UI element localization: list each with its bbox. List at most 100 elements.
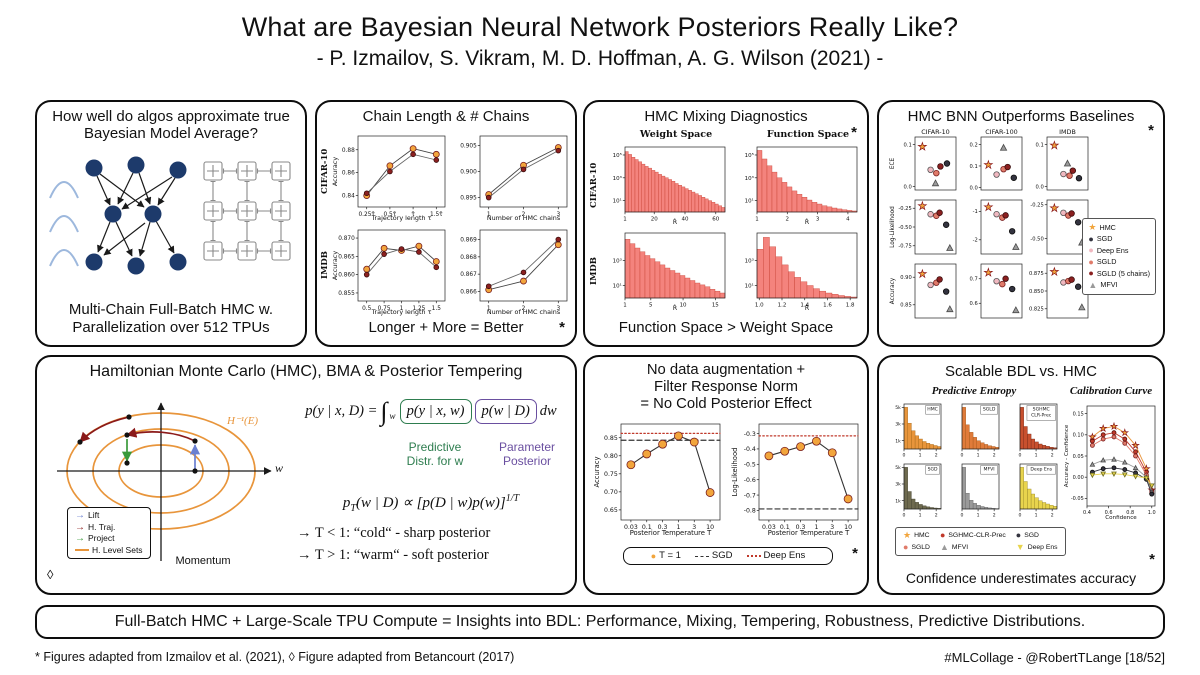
svg-text:20: 20: [651, 217, 658, 223]
svg-text:1: 1: [814, 524, 818, 531]
panel-caption: Multi-Chain Full-Batch HMC w. Paralleliz…: [68, 301, 274, 336]
svg-text:-0.25: -0.25: [898, 206, 911, 212]
svg-text:0.85: 0.85: [900, 303, 912, 309]
svg-text:1: 1: [977, 453, 980, 459]
svg-text:1: 1: [623, 217, 627, 223]
legend-item: ▲MFVI: [1088, 280, 1150, 290]
svg-text:3: 3: [556, 212, 560, 218]
panel-heading: HMC Mixing Diagnostics: [644, 108, 808, 125]
svg-text:0.05: 0.05: [1073, 454, 1084, 460]
svg-text:HMC: HMC: [927, 407, 938, 413]
legend-item: ●SGLD: [903, 543, 930, 552]
footnote-diamond: ◊: [47, 567, 54, 582]
svg-text:2: 2: [993, 453, 996, 459]
svg-text:-1: -1: [973, 209, 978, 215]
legend-item: ●SGLD: [1088, 257, 1150, 267]
svg-text:0.86: 0.86: [342, 171, 355, 177]
star-glyph: ★: [903, 530, 912, 540]
svg-text:0: 0: [1019, 513, 1022, 519]
svg-text:0.88: 0.88: [342, 148, 355, 154]
svg-text:0.3: 0.3: [796, 524, 806, 531]
legend-label: SGD: [711, 550, 733, 561]
summary-banner: Full-Batch HMC + Large-Scale TPU Compute…: [35, 605, 1165, 639]
panel-bma-approximation: How well do algos approximate true Bayes…: [35, 100, 307, 347]
footnote-asterisk: *: [559, 319, 565, 336]
svg-text:2: 2: [1051, 513, 1054, 519]
phase-space-axes: [57, 402, 272, 561]
svg-text:0: 0: [961, 453, 964, 459]
svg-text:-0.7: -0.7: [744, 492, 756, 499]
svg-text:0.75: 0.75: [378, 306, 391, 312]
svg-text:-0.5: -0.5: [744, 462, 756, 469]
legend-item: ★HMC: [1088, 223, 1150, 232]
svg-text:IMDB: IMDB: [1059, 128, 1076, 136]
svg-text:0.75: 0.75: [604, 471, 618, 478]
svg-text:R̂: R̂: [805, 218, 810, 226]
svg-text:τ̄: τ̄: [411, 212, 415, 218]
circle-glyph: ●: [650, 550, 657, 561]
circle-glyph: ●: [939, 530, 946, 540]
footnote-asterisk: *: [1148, 122, 1154, 139]
svg-text:-0.4: -0.4: [744, 446, 756, 453]
cold-posterior-note: → T < 1: “cold“ - sharp posterior: [297, 525, 491, 541]
equation-lhs: p(y | x, D) =: [305, 403, 378, 419]
svg-text:1: 1: [623, 303, 627, 309]
svg-text:0.860: 0.860: [338, 273, 355, 279]
sample-dots: [77, 414, 198, 474]
panel-heading: HMC BNN Outperforms Baselines: [907, 108, 1135, 125]
legend-label: MFVI: [1100, 280, 1118, 290]
svg-text:3: 3: [692, 524, 696, 531]
bnn-nodes: [85, 156, 187, 275]
arrow-glyph: →: [75, 521, 85, 533]
svg-text:0.25τ̄: 0.25τ̄: [358, 212, 375, 218]
svg-text:1.0: 1.0: [755, 303, 764, 309]
svg-text:2: 2: [522, 306, 526, 312]
legend-item: Deep Ens: [746, 550, 805, 561]
svg-text:1: 1: [487, 306, 491, 312]
svg-text:0.866: 0.866: [460, 290, 477, 296]
svg-text:15: 15: [712, 303, 719, 309]
svg-text:5k: 5k: [895, 465, 901, 471]
svg-text:1: 1: [487, 212, 491, 218]
svg-text:0.855: 0.855: [338, 291, 355, 297]
svg-text:Log-Likelihood: Log-Likelihood: [731, 448, 739, 497]
svg-text:0.0: 0.0: [904, 185, 912, 191]
panel-caption: Longer + More = Better: [368, 319, 524, 336]
panel-baselines-comparison: HMC BNN Outperforms Baselines * CIFAR-10…: [877, 100, 1165, 347]
svg-text:Deep Ens: Deep Ens: [1030, 467, 1052, 473]
svg-text:Number of HMC chains: Number of HMC chains: [487, 308, 561, 316]
arrow-glyph: →: [75, 510, 85, 521]
momentum-axis-label: Momentum: [175, 555, 231, 567]
panel-scalable-bdl: Scalable BDL vs. HMC Predictive Entropy …: [877, 355, 1165, 595]
svg-text:-0.50: -0.50: [1030, 236, 1043, 242]
svg-text:10⁵: 10⁵: [613, 152, 622, 159]
svg-text:0.7: 0.7: [970, 277, 978, 283]
svg-text:-0.25: -0.25: [1030, 203, 1043, 209]
panel-heading: No data augmentation + Filter Response N…: [640, 362, 812, 413]
svg-text:-0.50: -0.50: [898, 225, 911, 231]
svg-text:0.03: 0.03: [762, 524, 776, 531]
panel-heading: Scalable BDL vs. HMC: [945, 363, 1097, 380]
footnote-asterisk: *: [852, 545, 858, 562]
legend-item: ▼Deep Ens: [1016, 543, 1058, 552]
footnote-asterisk: *: [1149, 551, 1155, 568]
svg-text:Log-Likelihood: Log-Likelihood: [890, 206, 896, 248]
outer-trajectory-arrow: [79, 416, 130, 443]
svg-text:R̂: R̂: [673, 218, 678, 226]
legend-item: ●SGD: [1088, 234, 1150, 244]
svg-text:1: 1: [977, 513, 980, 519]
integral-subscript: w: [389, 411, 396, 421]
footnote-asterisk: *: [851, 124, 857, 141]
svg-text:0.850: 0.850: [1029, 289, 1044, 295]
svg-text:0.870: 0.870: [338, 236, 355, 242]
bma-integral-equation: p(y | x, D) = ∫ w p(y | x, w) p(w | D) d…: [287, 398, 575, 424]
